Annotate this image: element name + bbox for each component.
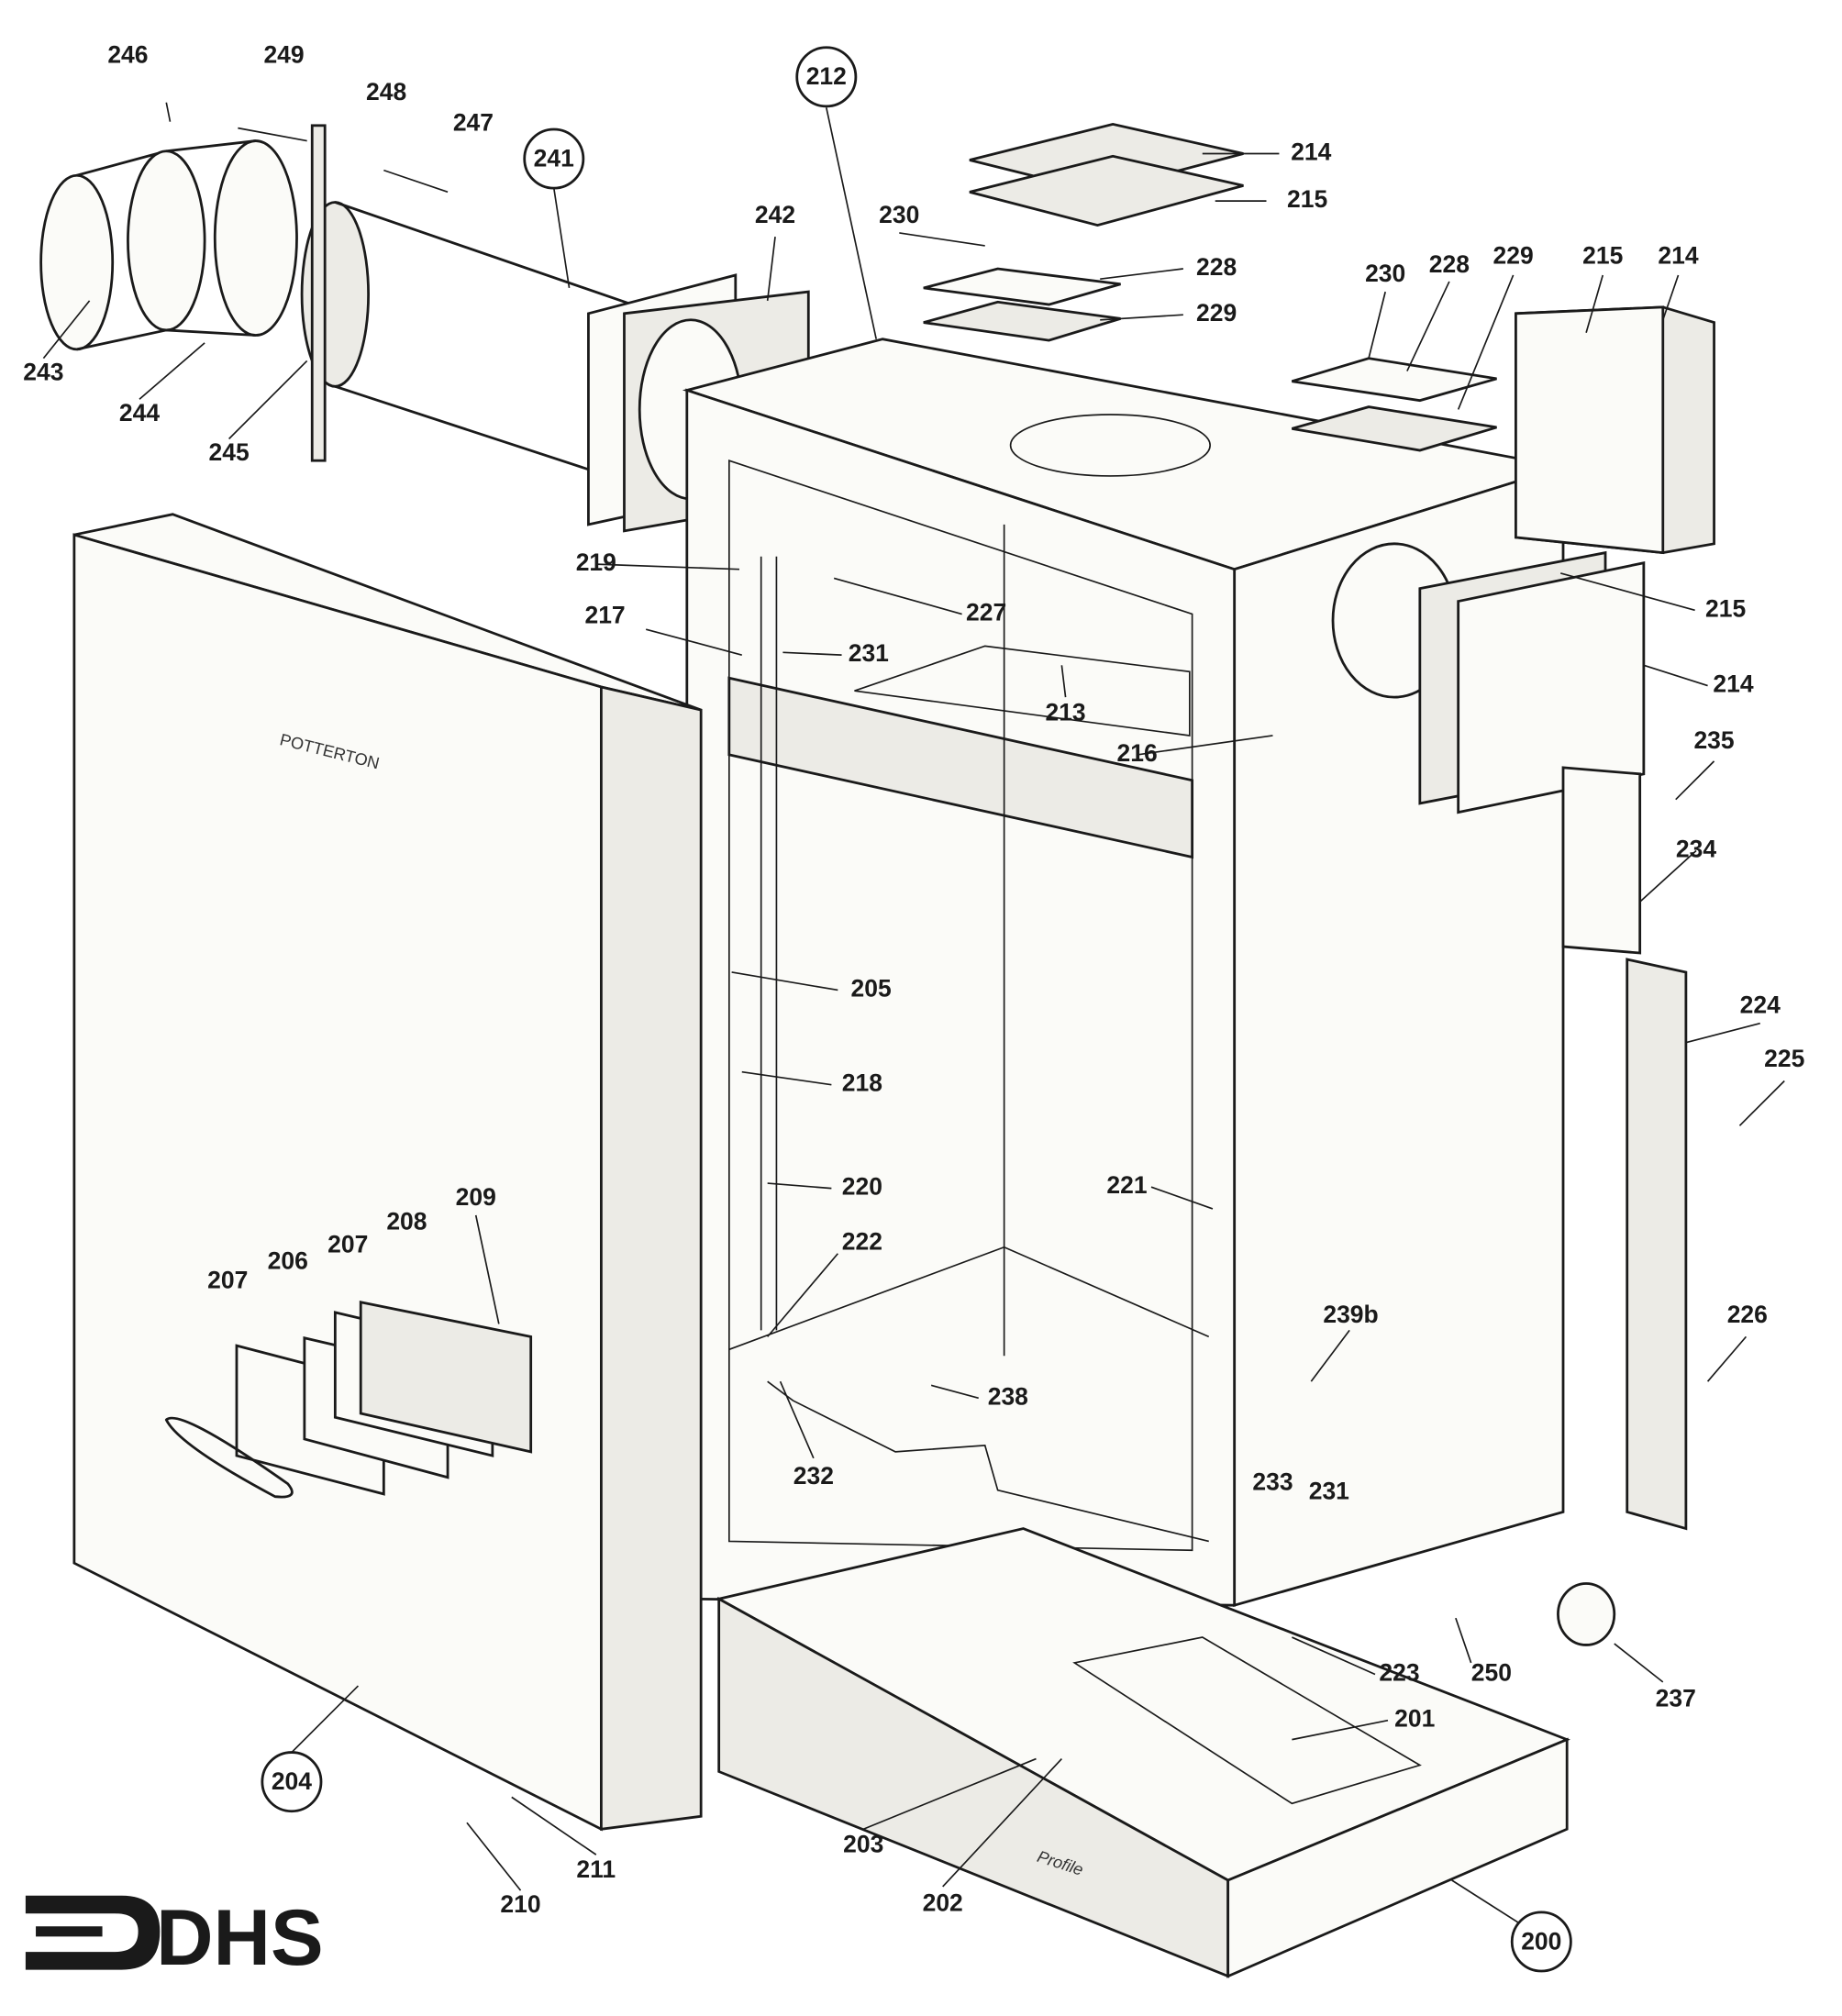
part-label-248: 248	[366, 78, 406, 105]
part-label-229: 229	[1493, 241, 1534, 269]
part-label-201: 201	[1394, 1705, 1435, 1733]
part-label-231: 231	[849, 639, 889, 667]
part-label-234: 234	[1676, 835, 1716, 862]
part-label-206: 206	[268, 1246, 308, 1274]
part-label-225: 225	[1764, 1045, 1804, 1072]
part-label-231: 231	[1309, 1477, 1349, 1504]
part-label-250: 250	[1471, 1659, 1512, 1687]
flue-assembly	[39, 102, 640, 488]
part-label-210: 210	[500, 1890, 540, 1918]
part-label-209: 209	[456, 1183, 496, 1211]
part-label-222: 222	[842, 1228, 882, 1256]
part-label-239b: 239b	[1323, 1301, 1378, 1328]
part-label-247: 247	[453, 108, 494, 136]
part-label-221: 221	[1106, 1171, 1147, 1199]
part-label-242: 242	[755, 201, 795, 228]
dhs-logo: DHS	[25, 1894, 324, 1982]
part-label-232: 232	[793, 1462, 834, 1490]
part-label-200: 200	[1521, 1927, 1561, 1955]
part-label-212: 212	[806, 62, 847, 90]
part-label-235: 235	[1693, 726, 1734, 754]
part-label-249: 249	[263, 41, 304, 69]
part-label-202: 202	[923, 1889, 963, 1917]
base-tray: Profile	[715, 1527, 1570, 1978]
part-label-243: 243	[23, 358, 63, 385]
part-label-246: 246	[107, 41, 148, 69]
part-label-219: 219	[576, 548, 616, 576]
part-label-204: 204	[272, 1767, 312, 1795]
part-label-238: 238	[988, 1382, 1028, 1410]
part-label-208: 208	[386, 1207, 427, 1235]
part-label-224: 224	[1740, 991, 1781, 1019]
front-panel: POTTERTON	[72, 513, 703, 1832]
logo-text: DHS	[156, 1894, 323, 1982]
part-label-227: 227	[966, 599, 1006, 626]
part-label-229: 229	[1196, 299, 1237, 327]
part-label-207: 207	[327, 1230, 368, 1257]
part-label-230: 230	[879, 201, 919, 228]
part-label-230: 230	[1365, 260, 1405, 287]
part-label-218: 218	[842, 1069, 882, 1097]
part-label-228: 228	[1429, 250, 1470, 278]
part-label-205: 205	[851, 974, 892, 1002]
part-label-228: 228	[1196, 253, 1237, 281]
part-label-237: 237	[1656, 1684, 1696, 1711]
part-label-244: 244	[119, 399, 160, 426]
part-label-241: 241	[534, 144, 574, 172]
part-label-245: 245	[209, 438, 250, 466]
part-label-203: 203	[843, 1830, 883, 1857]
part-label-214: 214	[1658, 241, 1698, 269]
part-label-207: 207	[207, 1266, 248, 1293]
part-label-215: 215	[1705, 594, 1746, 622]
part-label-216: 216	[1117, 739, 1158, 767]
part-label-213: 213	[1045, 698, 1085, 726]
part-label-220: 220	[842, 1173, 882, 1201]
part-label-226: 226	[1727, 1301, 1768, 1328]
part-label-217: 217	[584, 601, 625, 628]
part-label-223: 223	[1379, 1659, 1419, 1687]
part-label-214: 214	[1713, 670, 1753, 698]
part-label-215: 215	[1287, 185, 1327, 213]
part-label-214: 214	[1291, 138, 1331, 166]
part-label-215: 215	[1582, 241, 1623, 269]
part-label-211: 211	[576, 1855, 616, 1883]
part-label-233: 233	[1252, 1468, 1293, 1496]
cabinet	[682, 338, 1565, 1608]
